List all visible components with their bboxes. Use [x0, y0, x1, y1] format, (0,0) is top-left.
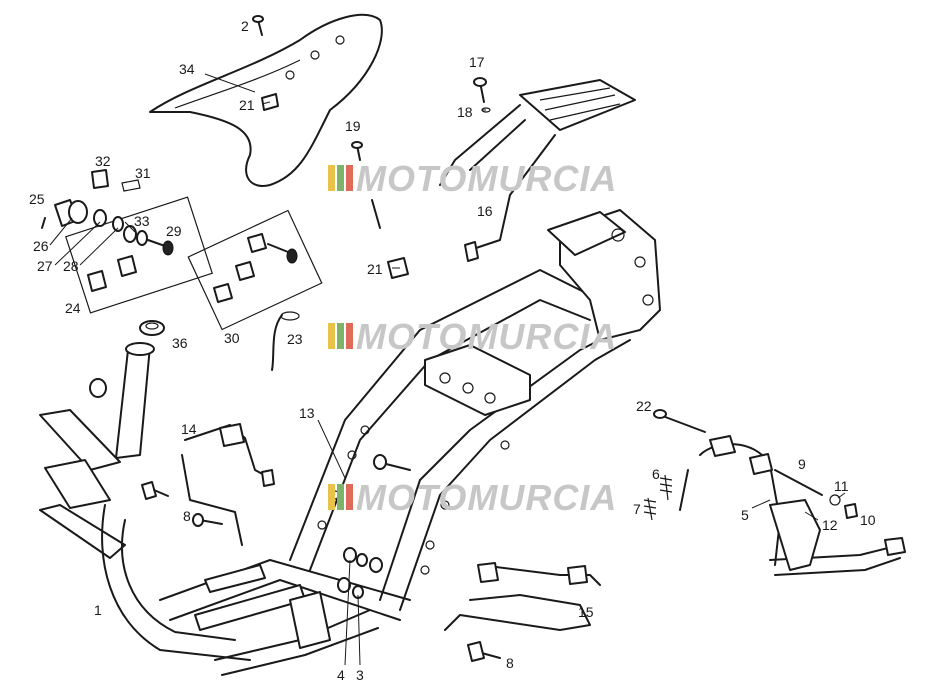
callout-label: 24: [65, 300, 81, 316]
callout-label: 5: [741, 507, 749, 523]
rear-rack: [439, 79, 636, 262]
callout-label: 3: [356, 667, 364, 683]
callout-label: 26: [33, 238, 49, 254]
watermark-middle: MOTOMURCIA: [328, 316, 617, 357]
callout-label: 34: [179, 61, 195, 77]
callout-label: 8: [183, 508, 191, 524]
callout-label: 9: [798, 456, 806, 472]
hardware-kit-right: [187, 209, 323, 331]
watermark-flag-stripe: [328, 323, 335, 349]
misc-parts: [89, 15, 501, 662]
callout-label: 7: [633, 501, 641, 517]
hardware-kit-left: [41, 169, 213, 314]
watermark-flag-stripe: [337, 484, 344, 510]
callout-label: 10: [860, 512, 876, 528]
watermark-flag-stripe: [337, 165, 344, 191]
callout-label: 17: [469, 54, 485, 70]
watermark-flag-stripe: [346, 165, 353, 191]
callout-label: 33: [134, 213, 150, 229]
callout-label: 12: [822, 517, 838, 533]
callout-label: 32: [95, 153, 111, 169]
callout-label: 16: [477, 203, 493, 219]
callout-label: 30: [224, 330, 240, 346]
callout-label: 31: [135, 165, 151, 181]
callout-label: 18: [457, 104, 473, 120]
callout-label: 13: [299, 405, 315, 421]
callout-label: 1: [94, 602, 102, 618]
watermark-bottom: MOTOMURCIA: [328, 477, 617, 518]
watermark-flag-stripe: [346, 484, 353, 510]
callout-label: 19: [345, 118, 361, 134]
watermark-text: MOTOMURCIA: [356, 316, 617, 357]
watermark-flag-stripe: [328, 484, 335, 510]
callout-label: 8: [506, 655, 514, 671]
callout-label: 29: [166, 223, 182, 239]
watermark-text: MOTOMURCIA: [356, 158, 617, 199]
watermark-flag-stripe: [328, 165, 335, 191]
footrest-bracket-right: [444, 562, 601, 631]
center-stand: [643, 409, 906, 576]
callout-label: 11: [834, 478, 849, 494]
callout-labels: 1 2 3 4 5 6 7 8 8 9 10 11 12 13 14 15 16…: [29, 18, 876, 683]
watermark-flag-stripe: [346, 323, 353, 349]
leader-lines: [49, 73, 846, 666]
callout-label: 22: [636, 398, 652, 414]
callout-label: 2: [241, 18, 249, 34]
callout-label: 28: [63, 258, 79, 274]
watermark-text: MOTOMURCIA: [356, 477, 617, 518]
callout-label: 25: [29, 191, 45, 207]
callout-label: 6: [652, 466, 660, 482]
callout-label: 15: [578, 604, 594, 620]
callout-label: 4: [337, 667, 345, 683]
callout-label: 36: [172, 335, 188, 351]
callout-label: 14: [181, 421, 197, 437]
footrest-bracket-left: [181, 423, 275, 546]
main-frame: [39, 209, 661, 676]
watermark-flag-stripe: [337, 323, 344, 349]
callout-label: 21: [367, 261, 383, 277]
callout-label: 23: [287, 331, 303, 347]
seat-tray: [149, 13, 383, 187]
callout-label: 27: [37, 258, 53, 274]
watermark-top: MOTOMURCIA: [328, 158, 617, 199]
callout-label: 21: [239, 97, 255, 113]
